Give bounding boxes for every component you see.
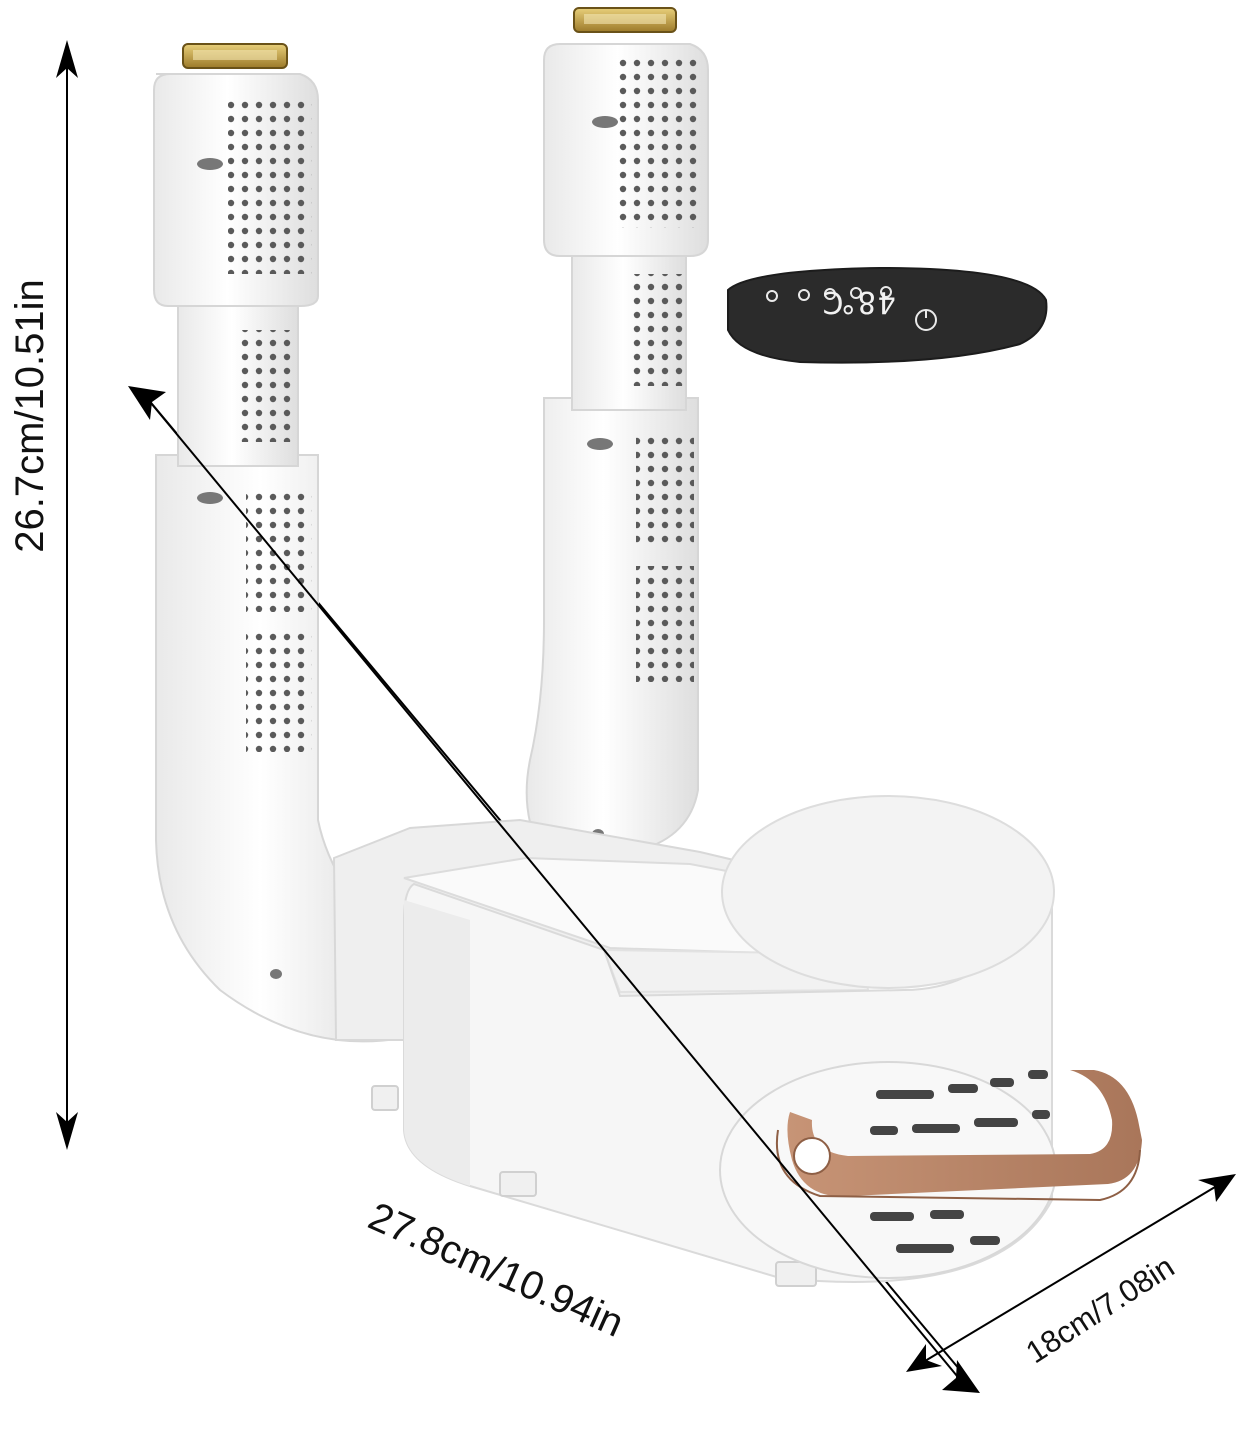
- width-arrow-line: [919, 1183, 1221, 1365]
- temperature-display: 48℃: [820, 284, 896, 319]
- mode-indicator-icon: [824, 288, 836, 300]
- up-down-arrow-icon: [56, 40, 78, 1150]
- mode-indicator-icon: [766, 290, 778, 302]
- base-unit: [332, 795, 1057, 1287]
- length-arrow-line: [145, 396, 963, 1383]
- mode-indicator-icon: [880, 286, 892, 298]
- length-arrow-head-start: [128, 386, 166, 420]
- length-arrow-head-end: [942, 1360, 980, 1393]
- width-arrow-head-start: [906, 1344, 942, 1372]
- leather-strap: [775, 1070, 1142, 1202]
- height-dimension-label: 26.7cm/10.51in: [8, 279, 52, 553]
- right-boot-tube: [525, 7, 709, 851]
- width-arrow-head-end: [1198, 1174, 1236, 1202]
- mode-indicator-icon: [850, 287, 862, 299]
- left-boot-tube: [153, 43, 389, 1043]
- mode-indicator-icon: [798, 289, 810, 301]
